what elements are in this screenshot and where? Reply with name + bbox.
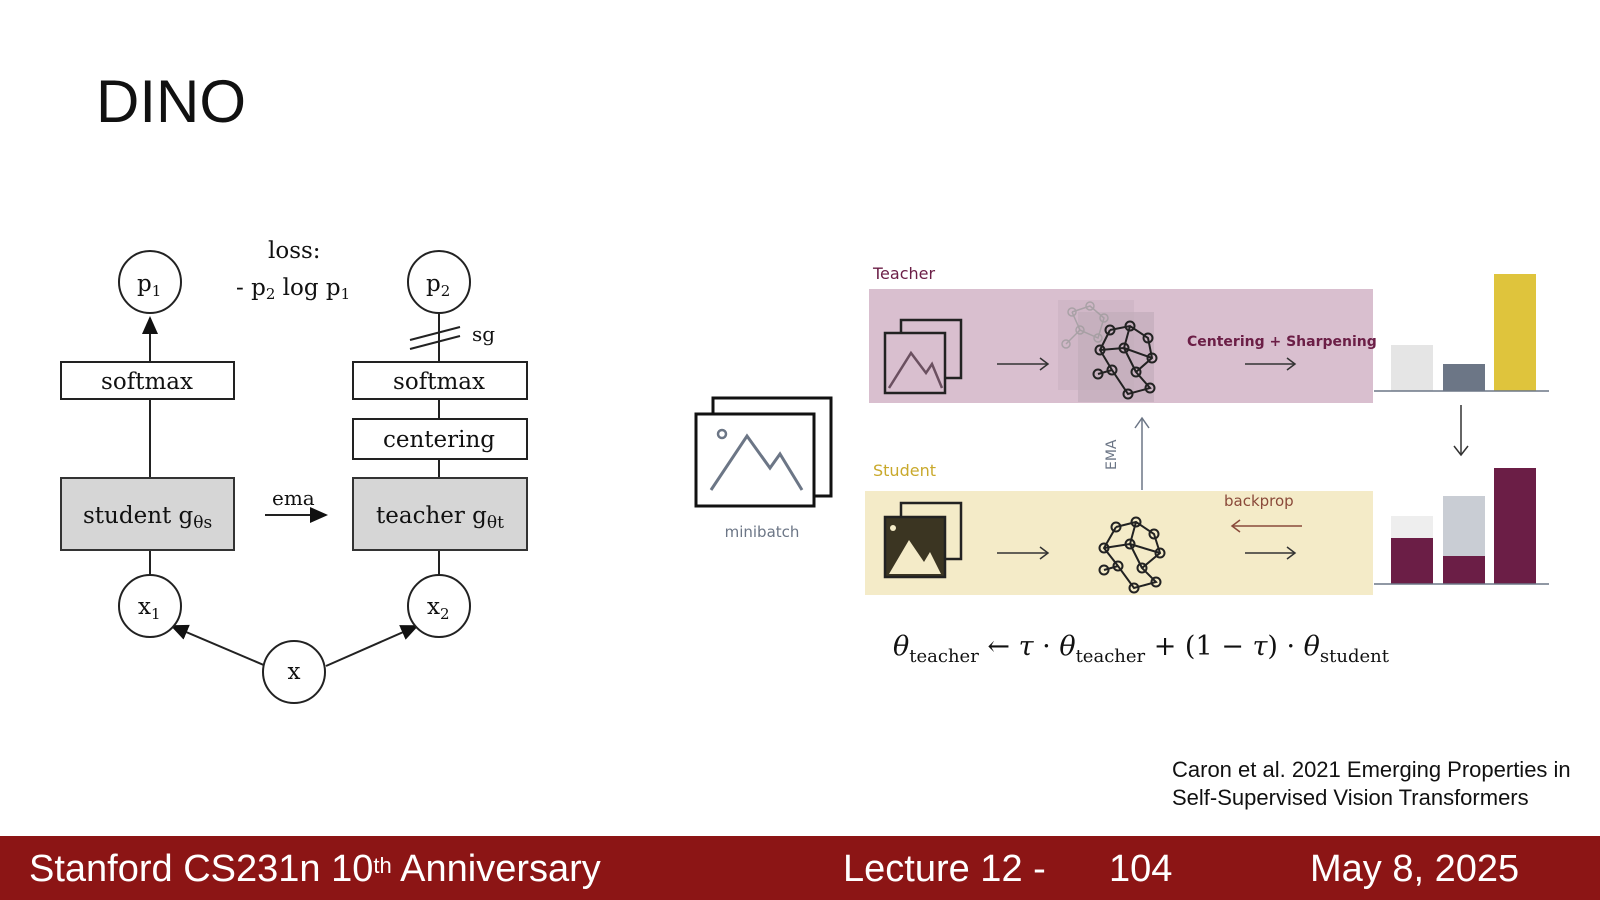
sg-label: sg <box>472 322 495 346</box>
student-network-icon <box>1098 516 1166 594</box>
loss-label: loss: <box>268 238 321 264</box>
ema-label: ema <box>272 486 315 510</box>
student-bar-3 <box>1494 468 1536 584</box>
footer-lecture: Lecture 12 - <box>843 848 1046 890</box>
footer-bar: Stanford CS231n 10th Anniversary Lecture… <box>0 836 1600 900</box>
softmax-right-box <box>352 361 528 400</box>
centering-box <box>352 418 528 460</box>
x1-node <box>118 574 182 638</box>
softmax-left-label: softmax <box>101 369 193 395</box>
minibatch-icon <box>694 396 833 508</box>
softmax-left-box <box>60 361 235 400</box>
student-box <box>60 477 235 551</box>
x-node <box>262 640 326 704</box>
student-band-label: Student <box>873 461 936 480</box>
teacher-band-label: Teacher <box>872 264 935 283</box>
p1-node <box>118 250 182 314</box>
student-label: student gθs <box>83 503 212 533</box>
teacher-images-icon <box>883 318 963 395</box>
citation: Caron et al. 2021 Emerging Properties in… <box>1172 756 1592 812</box>
teacher-bar-2 <box>1443 364 1485 391</box>
minibatch-label: minibatch <box>725 523 800 541</box>
student-bar-2 <box>1443 556 1485 584</box>
ema-vertical-label: EMA <box>1104 439 1120 470</box>
citation-line-1: Caron et al. 2021 Emerging Properties in <box>1172 757 1571 782</box>
p2-node <box>407 250 471 314</box>
student-distribution <box>1374 468 1549 585</box>
loss-formula: - p2 log p1 <box>236 275 350 303</box>
x1-label: x1 <box>138 594 161 623</box>
centering-label: centering <box>383 427 495 453</box>
centering-sharpening-label: Centering + Sharpening <box>1187 334 1377 350</box>
student-images-icon <box>883 501 963 579</box>
student-bar-1 <box>1391 538 1433 584</box>
p2-label: p2 <box>426 271 450 300</box>
p1-label: p1 <box>137 271 161 300</box>
teacher-bar-1 <box>1391 345 1433 391</box>
x2-label: x2 <box>427 594 450 623</box>
backprop-label: backprop <box>1224 492 1294 510</box>
footer-date: May 8, 2025 <box>1310 848 1520 890</box>
teacher-distribution <box>1374 274 1549 392</box>
teacher-bar-3 <box>1494 274 1536 391</box>
teacher-label: teacher gθt <box>376 503 504 533</box>
slide-title: DINO <box>96 68 246 135</box>
x2-node <box>407 574 471 638</box>
citation-line-2: Self-Supervised Vision Transformers <box>1172 785 1529 810</box>
left-schematic <box>142 314 461 667</box>
softmax-right-label: softmax <box>393 369 485 395</box>
ema-update-formula: θteacher ← τ · θteacher + (1 − τ) · θstu… <box>893 631 1390 667</box>
teacher-box <box>352 477 528 551</box>
footer-course: Stanford CS231n 10th Anniversary <box>29 848 601 890</box>
footer-page-number: 104 <box>1109 848 1173 890</box>
teacher-network-icon <box>1058 300 1158 402</box>
dino-diagram-canvas: p1 p2 loss: - p2 log p1 sg softmax softm… <box>60 238 1549 704</box>
x-label: x <box>288 659 301 685</box>
